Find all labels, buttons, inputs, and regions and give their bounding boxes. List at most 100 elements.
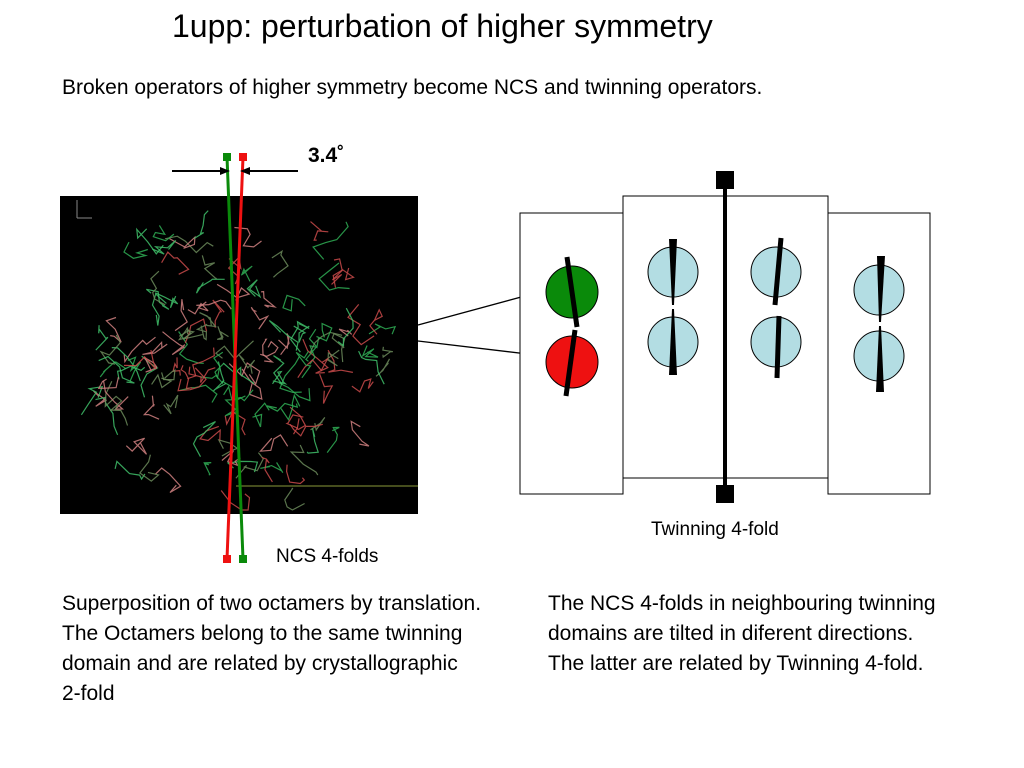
backbone-trace [316, 322, 333, 342]
backbone-trace [326, 426, 340, 453]
backbone-trace [187, 347, 215, 380]
backbone-trace [361, 345, 379, 358]
backbone-trace [222, 362, 255, 385]
backbone-trace [154, 467, 182, 494]
backbone-trace [203, 462, 212, 476]
backbone-trace [152, 225, 175, 242]
backbone-trace [351, 378, 374, 393]
backbone-trace [163, 394, 179, 415]
backbone-trace [154, 292, 179, 309]
ncs-tilt-bar [774, 315, 782, 379]
backbone-trace [164, 235, 214, 254]
octamer-structure [80, 210, 397, 511]
backbone-trace [216, 326, 229, 340]
backbone-trace [216, 283, 251, 301]
backbone-trace [284, 487, 305, 511]
left-explanation-line: Superposition of two octamers by transla… [62, 592, 482, 615]
right-explanation: The NCS 4-folds in neighbouring twinning… [548, 589, 948, 679]
backbone-trace [295, 350, 312, 379]
backbone-trace [199, 425, 221, 442]
backbone-trace [240, 265, 253, 282]
backbone-trace [212, 361, 227, 392]
backbone-trace [224, 411, 246, 436]
backbone-trace [310, 417, 326, 432]
ncs-tilt-bar [772, 237, 784, 306]
backbone-trace [97, 376, 119, 390]
right-explanation-line: The NCS 4-folds in neighbouring twinning… [548, 592, 936, 675]
backbone-trace [289, 423, 323, 437]
backbone-trace [195, 278, 225, 294]
backbone-trace [104, 380, 123, 412]
backbone-trace [234, 226, 262, 248]
backbone-trace [310, 221, 329, 241]
backbone-trace [369, 308, 383, 335]
backbone-trace [116, 365, 146, 380]
backbone-trace [293, 325, 310, 343]
backbone-trace [172, 357, 181, 376]
backbone-trace [123, 241, 149, 259]
backbone-trace [289, 406, 307, 430]
backbone-trace [261, 456, 273, 483]
backbone-trace [338, 328, 353, 337]
backbone-trace [228, 362, 261, 386]
backbone-trace [368, 323, 397, 335]
backbone-trace [140, 355, 159, 398]
backbone-trace [260, 340, 279, 357]
backbone-trace [180, 365, 193, 390]
backbone-trace [110, 403, 129, 426]
backbone-trace [114, 460, 146, 481]
ncs-4folds-label: NCS 4-folds [276, 546, 379, 567]
backbone-trace [272, 370, 288, 385]
ncs-wedge [669, 239, 677, 305]
backbone-trace [331, 258, 343, 285]
backbone-trace [302, 338, 329, 374]
backbone-trace [260, 462, 284, 474]
ncs-wedge [669, 309, 677, 375]
backbone-trace [199, 374, 233, 388]
backbone-trace [151, 293, 167, 326]
backbone-trace [142, 395, 160, 420]
backbone-trace [188, 366, 216, 383]
backbone-trace [268, 320, 299, 351]
backbone-trace [213, 351, 225, 380]
ncs-tilt-bar [563, 329, 578, 397]
backbone-trace [199, 312, 217, 328]
backbone-trace [273, 355, 285, 385]
backbone-trace [350, 420, 370, 447]
backbone-trace [318, 262, 350, 291]
backbone-trace [305, 344, 318, 365]
ncs-axis-red-top-end [239, 153, 247, 161]
page-title: 1upp: perturbation of higher symmetry [172, 8, 713, 44]
backbone-trace [187, 301, 209, 315]
backbone-trace [278, 382, 311, 402]
backbone-trace [238, 354, 256, 374]
ncs-axis-red-bottom-end [223, 555, 231, 563]
backbone-trace [98, 355, 135, 384]
backbone-trace [259, 434, 289, 452]
backbone-trace [279, 356, 302, 394]
angle-indicator [172, 167, 298, 175]
backbone-trace [162, 331, 186, 356]
ncs-wedge [877, 256, 885, 322]
octamer-circles [545, 237, 905, 397]
backbone-trace [382, 346, 393, 359]
backbone-trace [312, 221, 349, 260]
backbone-trace [332, 267, 355, 288]
ncs-axis-green-top-end [223, 153, 231, 161]
backbone-trace [123, 336, 156, 364]
backbone-trace [271, 249, 289, 278]
backbone-trace [150, 270, 166, 306]
backbone-trace [193, 210, 209, 240]
backbone-trace [282, 294, 306, 312]
backbone-trace [331, 332, 346, 363]
backbone-trace [261, 290, 277, 308]
backbone-trace [174, 299, 188, 332]
backbone-trace [297, 357, 330, 379]
backbone-trace [95, 325, 109, 351]
left-explanation: Superposition of two octamers by transla… [62, 589, 482, 709]
axis-triad-icon [76, 200, 92, 219]
angle-label: 3.4˚ [308, 144, 345, 167]
backbone-trace [319, 373, 334, 404]
backbone-trace [142, 340, 168, 355]
